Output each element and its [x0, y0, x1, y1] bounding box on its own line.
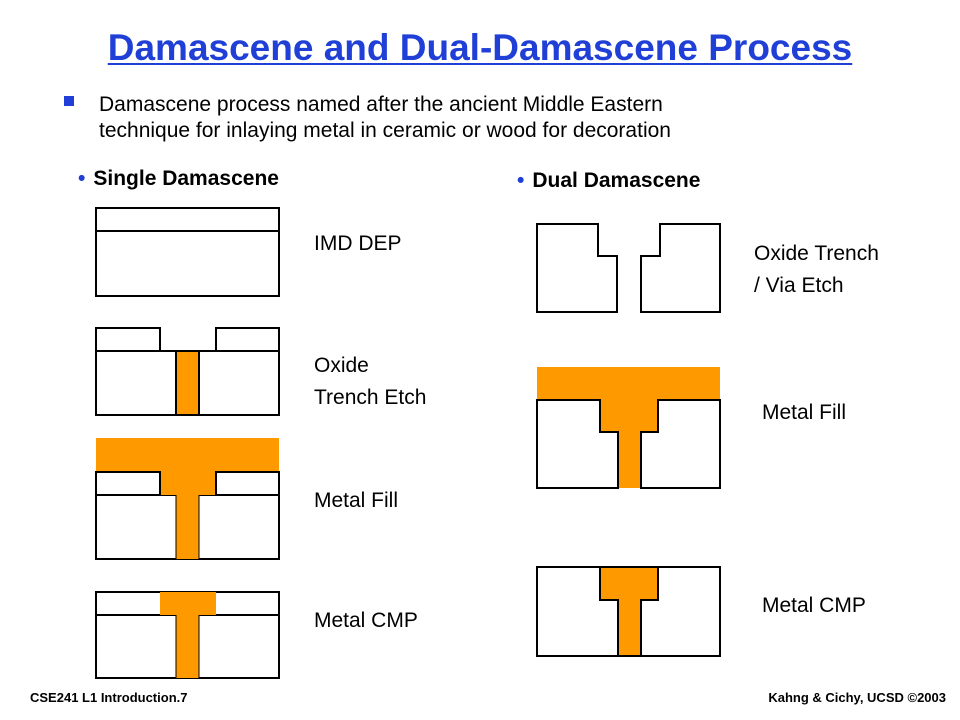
dual-step-label-metal-fill: Metal Fill — [762, 401, 847, 424]
single-imd-dep-diagram — [95, 207, 280, 297]
footer-credit: Kahng & Cichy, UCSD ©2003 — [768, 690, 946, 705]
round-bullet-icon: • — [517, 169, 525, 192]
single-metal-fill-diagram — [95, 438, 280, 560]
dual-metal-fill-diagram — [536, 367, 721, 489]
footer-course: CSE241 L1 Introduction.7 — [30, 690, 188, 705]
dual-damascene-heading-text: Dual Damascene — [532, 169, 701, 192]
round-bullet-icon: • — [78, 167, 86, 190]
square-bullet-icon — [64, 96, 74, 106]
single-via-metal — [175, 350, 200, 416]
dual-step-label-trench-via-etch: Oxide Trench / Via Etch — [754, 242, 879, 297]
single-step-label-metal-cmp: Metal CMP — [314, 609, 418, 632]
dual-fill-metal — [537, 367, 720, 488]
single-metal-cmp-diagram — [95, 591, 280, 679]
dual-metal-cmp-diagram — [536, 566, 721, 657]
dual-trench-via-etch-diagram — [536, 223, 721, 313]
intro-text: Damascene process named after the ancien… — [99, 93, 671, 142]
slide-title: Damascene and Dual-Damascene Process — [107, 27, 853, 68]
single-trench-etch-diagram — [95, 327, 280, 416]
single-fill-metal — [96, 438, 279, 559]
dual-step-label-metal-cmp: Metal CMP — [762, 594, 866, 617]
dual-damascene-heading: • Dual Damascene — [517, 169, 700, 193]
single-damascene-heading: • Single Damascene — [78, 167, 279, 191]
single-step-label-trench-etch: Oxide Trench Etch — [314, 354, 427, 409]
single-step-label-imd-dep: IMD DEP — [314, 232, 402, 255]
single-cmp-metal — [160, 592, 216, 678]
single-damascene-heading-text: Single Damascene — [93, 167, 279, 190]
single-step-label-metal-fill: Metal Fill — [314, 489, 399, 512]
